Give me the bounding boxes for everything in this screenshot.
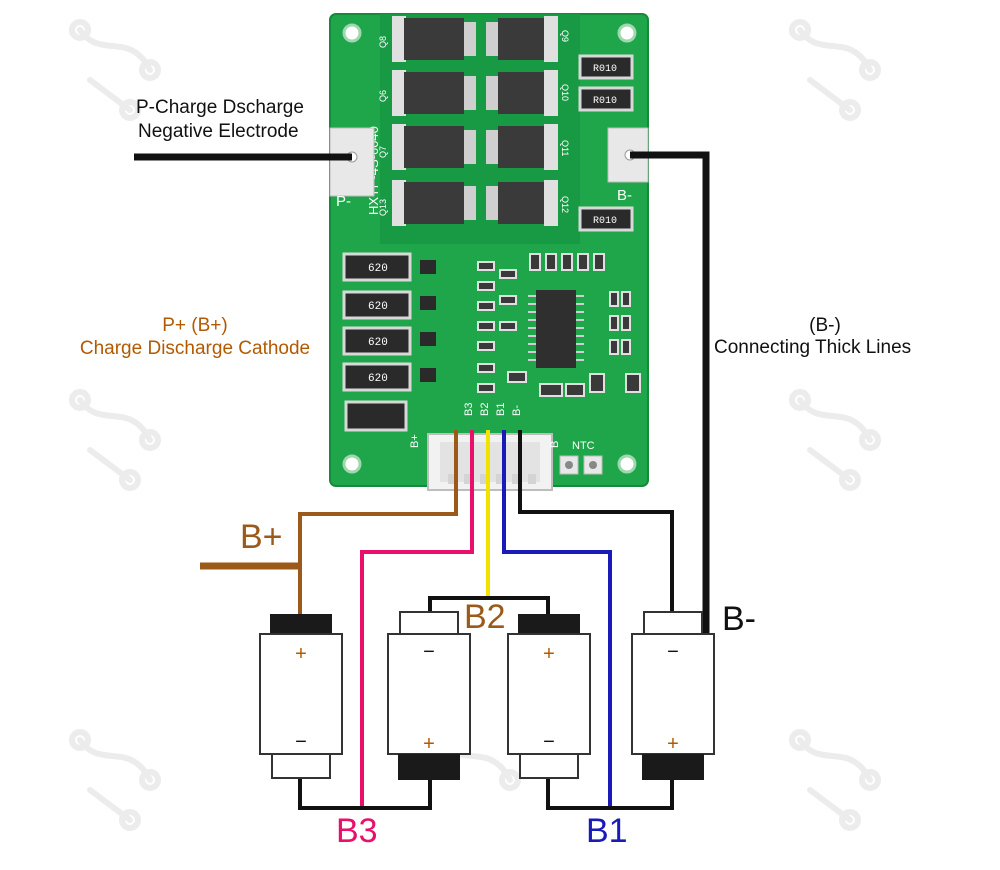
balance-resistor-2-label: 620 <box>368 301 388 313</box>
pad-b-minus-label: B- <box>617 187 632 204</box>
shunt-resistor-3-label: R010 <box>593 216 617 227</box>
battery-cell-4: − + <box>631 611 715 780</box>
cell-4-top-terminal: − <box>667 641 679 663</box>
pin-label-bplus: B+ <box>409 434 421 448</box>
b-minus-note-line1: (B-) <box>809 315 841 336</box>
pin-label-b2: B2 <box>479 403 491 416</box>
pin-label-bminus: B- <box>511 405 523 416</box>
b-minus-terminal-label: B- <box>722 600 756 638</box>
p-charge-label-line2: Negative Electrode <box>138 121 299 142</box>
wire-b1 <box>502 430 612 808</box>
cell-3-bottom-terminal: − <box>543 731 555 753</box>
ntc-pads <box>559 455 603 475</box>
mosfet-ref-q9: Q9 <box>560 30 570 42</box>
wire-b3 <box>360 430 474 808</box>
shunt-resistor-2-label: R010 <box>593 96 617 107</box>
wire-b-plus <box>200 430 458 614</box>
balance-resistor-4-label: 620 <box>368 373 388 385</box>
mosfet-ref-q7: Q7 <box>378 146 388 158</box>
q1-transistor <box>344 400 408 432</box>
bms-pcb-board: Q8 Q6 Q7 Q13 Q9 Q10 Q11 Q12 HXYP-4S-6040… <box>329 13 649 491</box>
battery-cell-1: + − <box>259 614 343 779</box>
shunt-resistor-1-label: R010 <box>593 64 617 75</box>
balance-resistor-3-label: 620 <box>368 337 388 349</box>
cell-3-top-terminal: + <box>543 643 555 665</box>
cell-4-bottom-terminal: + <box>667 733 679 755</box>
ntc-label: NTC <box>572 440 595 452</box>
b1-terminal-label: B1 <box>586 812 628 850</box>
cell-2-top-terminal: − <box>423 641 435 663</box>
cell-2-bottom-terminal: + <box>423 733 435 755</box>
cell-1-bottom-terminal: − <box>295 731 307 753</box>
pin-label-b3: B3 <box>463 403 475 416</box>
pin-label-b: B <box>549 441 561 448</box>
balance-resistor-1-label: 620 <box>368 263 388 275</box>
mosfet-ref-q12: Q12 <box>560 196 570 213</box>
cell-1-top-terminal: + <box>295 643 307 665</box>
mosfet-ref-q6: Q6 <box>378 90 388 102</box>
mosfet-ref-q11: Q11 <box>560 140 570 156</box>
p-charge-label-line1: P-Charge Dscharge <box>136 97 304 118</box>
b-plus-terminal-label: B+ <box>240 518 283 556</box>
protection-ic <box>528 290 584 368</box>
pin-label-b1: B1 <box>495 403 507 416</box>
mosfet-column-left <box>392 16 476 226</box>
mosfet-ref-q8: Q8 <box>378 36 388 48</box>
b3-terminal-label: B3 <box>336 812 378 850</box>
mosfet-ref-q10: Q10 <box>560 84 570 101</box>
b2-terminal-label: B2 <box>464 598 506 636</box>
pad-p-minus-label: P- <box>336 193 351 210</box>
wire-b-minus-thin <box>518 430 674 636</box>
b-minus-note-line2: Connecting Thick Lines <box>714 337 912 358</box>
battery-cell-3: + − <box>507 614 591 779</box>
p-plus-label-line1: P+ (B+) <box>162 315 228 336</box>
mosfet-column-right <box>486 16 558 226</box>
mosfet-ref-q13: Q13 <box>378 199 388 216</box>
p-plus-label-line2: Charge Discharge Cathode <box>79 338 311 359</box>
battery-cell-2: − + <box>387 611 471 780</box>
mounting-holes <box>342 23 637 474</box>
